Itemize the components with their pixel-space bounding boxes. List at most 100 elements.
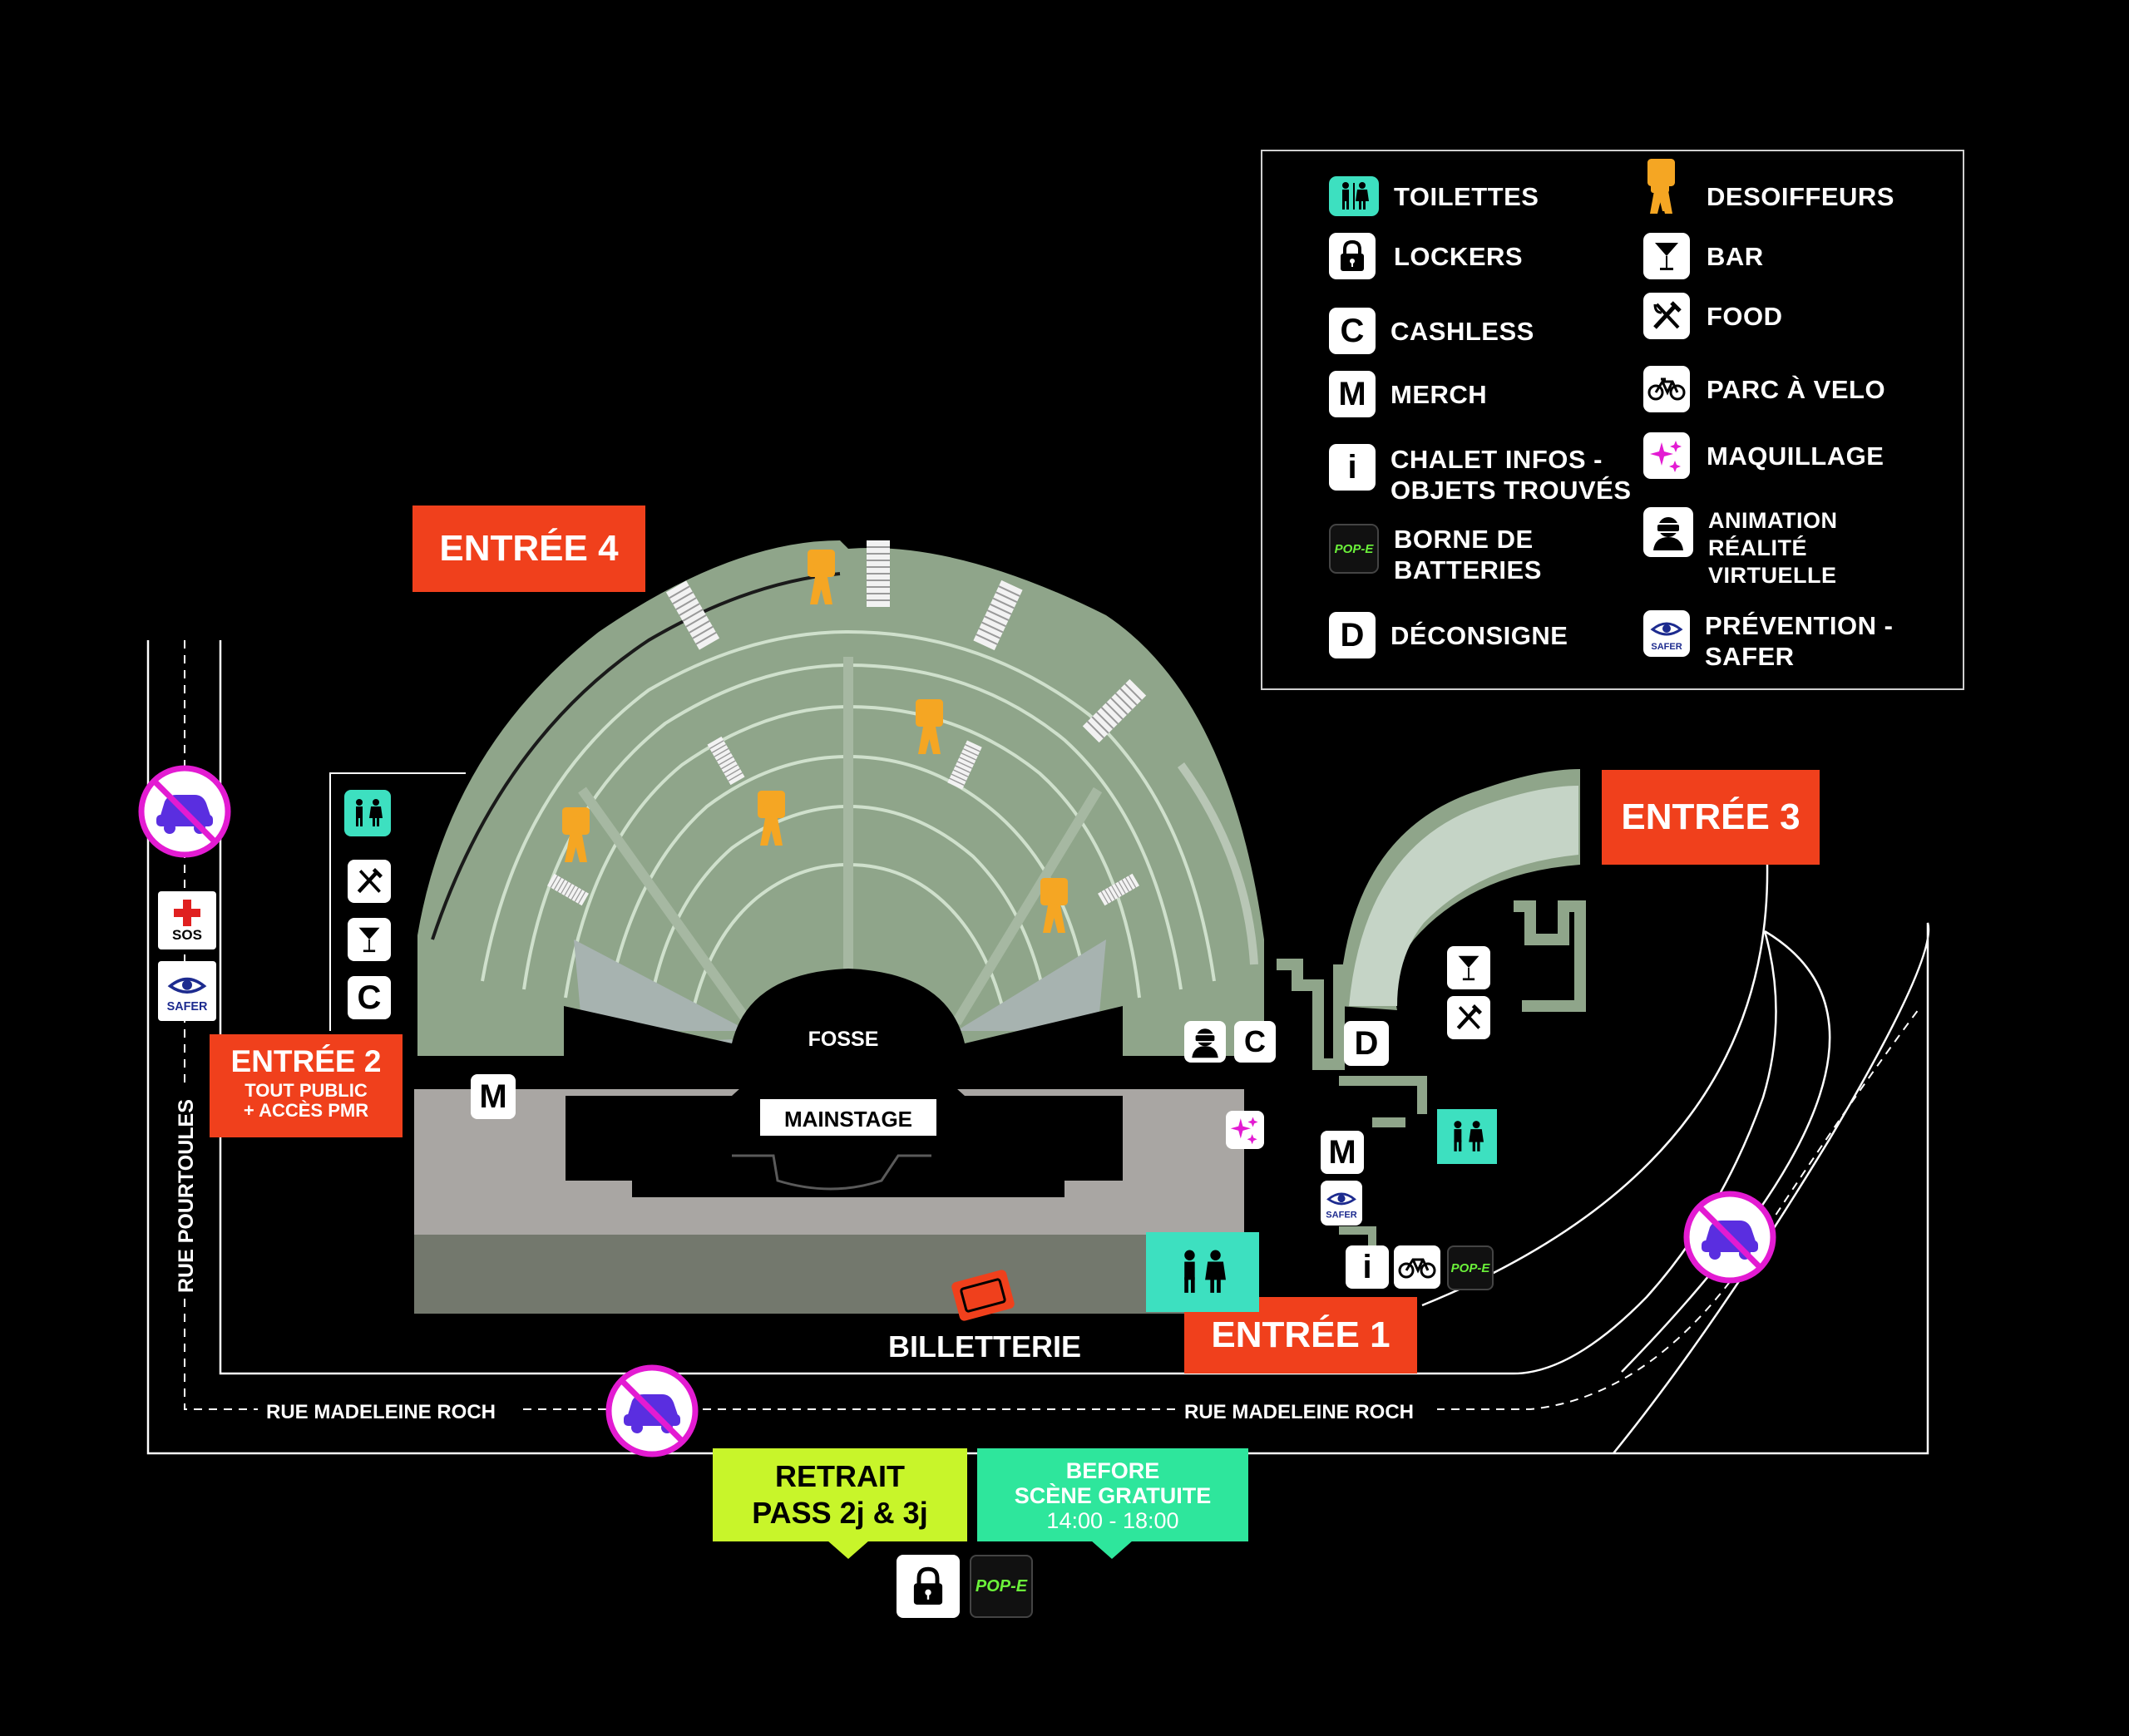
legend-batteries: POP-E BORNE DE BATTERIES (1329, 524, 1542, 585)
lock-icon (897, 1555, 960, 1618)
fork-knife-icon (1447, 996, 1490, 1039)
legend-label: MERCH (1391, 380, 1488, 409)
entree-3-stand (1277, 769, 1586, 1255)
legend-safer: SAFER PRÉVENTION - SAFER (1643, 610, 1893, 672)
svg-text:SAFER: SAFER (167, 1000, 208, 1013)
letter-c-icon: C (1234, 1021, 1276, 1063)
entree-2-sublabel: TOUT PUBLIC + ACCÈS PMR (243, 1080, 369, 1121)
entree-2-sign: ENTRÉE 2 TOUT PUBLIC + ACCÈS PMR (210, 1034, 403, 1137)
no-car-icon (141, 768, 228, 855)
pop-e-icon: POP-E (970, 1555, 1033, 1618)
legend-label: LOCKERS (1394, 242, 1524, 271)
legend-label: CHALET INFOS - OBJETS TROUVÉS (1391, 445, 1632, 505)
legend-lockers: LOCKERS (1329, 233, 1523, 279)
letter-m-icon: M (1329, 371, 1376, 417)
safer-eye-icon: SAFER (1321, 1181, 1362, 1226)
amphitheatre (417, 540, 1264, 1089)
legend-velo: PARC À VELO (1643, 366, 1885, 412)
legend-label: TOILETTES (1394, 182, 1539, 211)
toilets-icon (344, 790, 391, 836)
ticket-icon (951, 1270, 1015, 1321)
sparkles-icon (1643, 432, 1690, 479)
safer-eye-icon: SAFER (1643, 610, 1690, 657)
sos-label: SOS (172, 927, 202, 943)
legend-merch: M MERCH (1329, 371, 1487, 417)
legend-deconsigne: D DÉCONSIGNE (1329, 612, 1568, 658)
legend-label: BAR (1707, 242, 1764, 271)
retrait-line-1: RETRAIT (775, 1459, 905, 1493)
entree-2-label: ENTRÉE 2 (230, 1044, 382, 1078)
legend-label: ANIMATION RÉALITÉ VIRTUELLE (1708, 508, 1838, 588)
entree-3-sign: ENTRÉE 3 (1602, 770, 1820, 865)
svg-text:SAFER: SAFER (1651, 642, 1682, 652)
entree-3-label: ENTRÉE 3 (1621, 796, 1801, 837)
street-label-madeleine: RUE MADELEINE ROCH (266, 1401, 496, 1423)
letter-m-icon: M (1321, 1131, 1364, 1174)
mainstage (566, 1081, 1123, 1197)
legend-food: FOOD (1643, 293, 1783, 339)
cocktail-icon (1447, 946, 1490, 989)
letter-i-icon: i (1329, 444, 1376, 491)
entree-4-sign: ENTRÉE 4 (412, 506, 645, 592)
before-time: 14:00 - 18:00 (1046, 1508, 1179, 1533)
bracket-line (329, 772, 466, 1031)
before-line-1: BEFORE (1065, 1458, 1160, 1483)
letter-c-icon: C (1329, 308, 1376, 354)
fork-knife-icon (348, 860, 391, 903)
bicycle-icon (1643, 366, 1690, 412)
legend-bar: BAR (1643, 233, 1764, 279)
legend-maquillage: MAQUILLAGE (1643, 432, 1884, 479)
desoiffeur-legend-icon (1651, 175, 1669, 211)
letter-d-icon: D (1344, 1021, 1389, 1066)
mainstage-label: MAINSTAGE (784, 1107, 912, 1132)
vr-headset-icon (1643, 507, 1693, 557)
toilets-icon (1437, 1109, 1497, 1164)
before-line-2: SCÈNE GRATUITE (1014, 1483, 1212, 1508)
legend-label: CASHLESS (1391, 317, 1534, 346)
legend-infos: i CHALET INFOS - OBJETS TROUVÉS (1329, 444, 1632, 506)
legend-cashless: C CASHLESS (1329, 308, 1534, 354)
lock-icon (1329, 233, 1376, 279)
letter-i-icon: i (1346, 1245, 1389, 1289)
letter-d-icon: D (1329, 612, 1376, 658)
sparkles-icon (1226, 1111, 1264, 1149)
floor-lower (414, 1235, 1244, 1314)
fork-knife-icon (1643, 293, 1690, 339)
retrait-pass-banner: RETRAIT PASS 2j & 3j (713, 1448, 967, 1541)
fosse-label: FOSSE (808, 1028, 879, 1051)
no-car-icon (609, 1368, 695, 1454)
cocktail-icon (348, 918, 391, 961)
toilets-icon (1146, 1232, 1259, 1312)
legend-label: BORNE DE BATTERIES (1394, 525, 1542, 584)
legend-vr: ANIMATION RÉALITÉ VIRTUELLE (1643, 507, 1837, 589)
pop-e-icon: POP-E (1329, 524, 1379, 574)
legend-label: MAQUILLAGE (1707, 441, 1884, 471)
pop-e-icon: POP-E (1447, 1245, 1494, 1290)
street-label-madeleine: RUE MADELEINE ROCH (1184, 1401, 1414, 1423)
safer-eye-icon: SAFER (158, 961, 216, 1021)
sos-icon: SOS (158, 891, 216, 949)
legend-label: PRÉVENTION - SAFER (1705, 611, 1894, 671)
before-banner: BEFORE SCÈNE GRATUITE 14:00 - 18:00 (977, 1448, 1248, 1541)
legend-label: DÉCONSIGNE (1391, 621, 1568, 650)
legend-toilettes: TOILETTES (1329, 176, 1539, 216)
legend-desoiffeurs: DESOIFFEURS (1643, 176, 1894, 223)
no-car-icon (1687, 1194, 1773, 1280)
toilets-icon (1329, 176, 1379, 216)
billetterie-label: BILLETTERIE (888, 1329, 1081, 1364)
cocktail-icon (1643, 233, 1690, 279)
entree-1-label: ENTRÉE 1 (1211, 1314, 1391, 1355)
legend-label: PARC À VELO (1707, 375, 1886, 404)
legend-label: FOOD (1707, 302, 1783, 331)
street-label-pourtoules: RUE POURTOULES (175, 1099, 198, 1293)
bicycle-icon (1394, 1245, 1440, 1289)
legend: TOILETTES LOCKERS C CASHLESS M MERCH i C… (1261, 150, 1964, 690)
path-line (1421, 864, 1769, 1307)
retrait-line-2: PASS 2j & 3j (752, 1496, 928, 1530)
svg-text:SAFER: SAFER (1326, 1210, 1356, 1220)
legend-label: DESOIFFEURS (1707, 182, 1894, 211)
letter-c-icon: C (348, 976, 391, 1019)
letter-m-icon: M (471, 1074, 516, 1119)
vr-headset-icon (1184, 1021, 1226, 1063)
